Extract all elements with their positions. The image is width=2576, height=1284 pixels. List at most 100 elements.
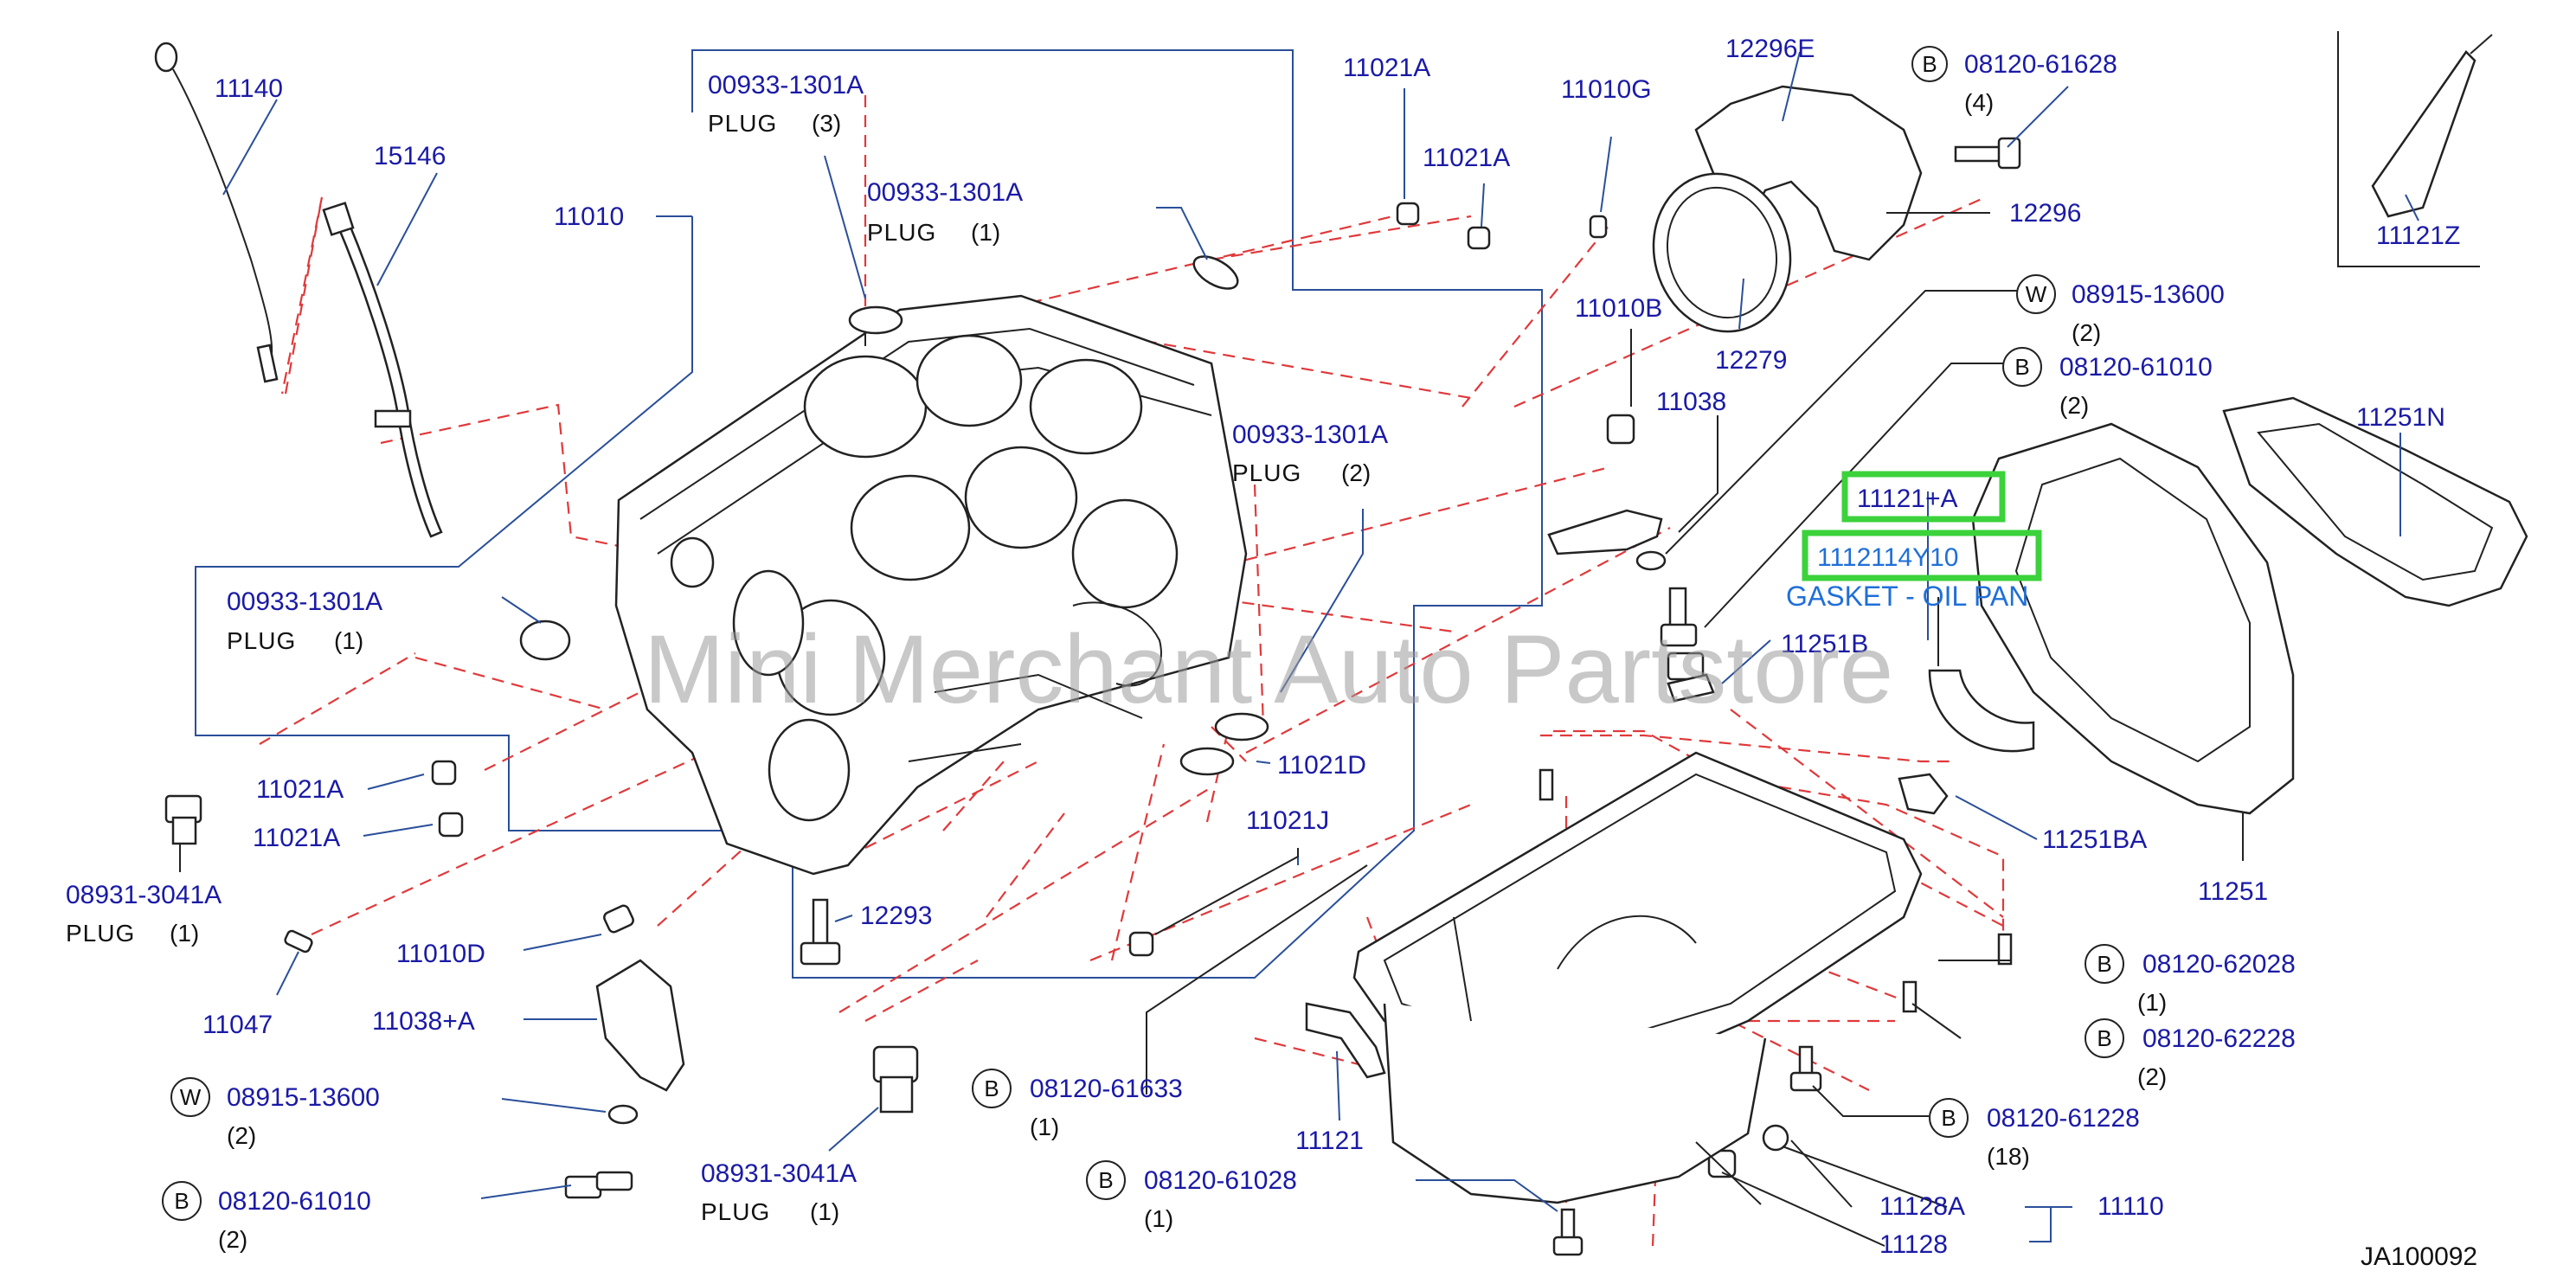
label-00933-right[interactable]: 00933-1301A [1232, 421, 1388, 449]
qty-08915-left: (2) [227, 1122, 256, 1149]
badge-bolt-61028 [1086, 1160, 1126, 1200]
label-15146[interactable]: 15146 [374, 142, 446, 170]
badge-text-washer-right: W [2026, 281, 2047, 307]
label-11038A[interactable]: 11038+A [372, 1007, 475, 1036]
badge-bolt-62228 [2085, 1018, 2124, 1058]
label-08120-62028[interactable]: 08120-62028 [2142, 950, 2296, 979]
label-00933-mid[interactable]: 00933-1301A [867, 178, 1023, 207]
badge-bolt-61010-left [162, 1181, 202, 1221]
qty-plug-top: (3) [812, 110, 841, 137]
label-12279[interactable]: 12279 [1715, 346, 1787, 375]
label-11121[interactable]: 11121 [1295, 1127, 1364, 1155]
label-08120-61228[interactable]: 08120-61228 [1987, 1104, 2140, 1133]
label-11251[interactable]: 11251 [2198, 877, 2268, 906]
badge-text-washer-left: W [180, 1084, 202, 1110]
badge-text-62228: B [2097, 1025, 2111, 1051]
desc-drain-plug-left: PLUG [66, 920, 135, 947]
part-labels: 11140 15146 11010 00933-1301A PLUG (3) 0… [66, 35, 2460, 1259]
label-08120-61633[interactable]: 08120-61633 [1030, 1075, 1183, 1103]
label-11128A[interactable]: 11128A [1879, 1192, 1965, 1221]
label-08120-62228[interactable]: 08120-62228 [2142, 1024, 2296, 1053]
label-11038[interactable]: 11038 [1656, 388, 1726, 416]
label-00933-left[interactable]: 00933-1301A [227, 587, 382, 616]
desc-plug-left: PLUG [227, 627, 296, 654]
label-08120-61010-right[interactable]: 08120-61010 [2059, 353, 2213, 382]
label-11010B[interactable]: 11010B [1575, 294, 1662, 323]
qty-08120-61010-right: (2) [2059, 392, 2089, 419]
label-11021A-4[interactable]: 11021A [253, 824, 340, 852]
qty-08915-right: (2) [2072, 319, 2101, 346]
label-12296E[interactable]: 12296E [1725, 35, 1815, 63]
label-11010[interactable]: 11010 [554, 202, 624, 231]
diagram-code: JA100092 [2361, 1242, 2477, 1271]
label-11251N[interactable]: 11251N [2356, 403, 2445, 432]
label-08120-61010-left[interactable]: 08120-61010 [218, 1187, 371, 1216]
desc-drain-plug-bottom: PLUG [701, 1198, 770, 1225]
qty-plug-left: (1) [334, 627, 363, 654]
badge-text-61633: B [984, 1075, 999, 1101]
baffle-11038 [1547, 509, 1667, 571]
label-08931-bottom[interactable]: 08931-3041A [701, 1159, 857, 1188]
label-11021J[interactable]: 11021J [1246, 806, 1329, 835]
dipstick-tube-15146 [322, 202, 443, 538]
highlight-box-gasket [1802, 530, 2042, 581]
sealant-tube [2337, 31, 2493, 267]
badge-text-62028: B [2097, 951, 2111, 977]
label-11021D[interactable]: 11021D [1277, 751, 1366, 780]
qty-plug-right: (2) [1341, 459, 1371, 486]
drain-plug-bottom [872, 1045, 919, 1114]
cylinder-block [614, 294, 1248, 876]
qty-plug-mid: (1) [971, 219, 1000, 246]
part-drawings [154, 31, 2528, 1256]
crank-seal-half [1928, 669, 2035, 753]
badge-bolt-61010-right [2002, 347, 2042, 387]
transmission-gasket-11251 [1971, 422, 2295, 815]
baffle-11038A [595, 959, 685, 1092]
qty-08120-61628: (4) [1964, 89, 1994, 116]
bolts [564, 137, 2021, 1256]
rear-seal-retainer [1652, 85, 1923, 333]
label-gasket-oil-pan: GASKET - OIL PAN [1786, 581, 2028, 612]
highlighted-callout: 11121+A 1112114Y10 GASKET - OIL PAN [1786, 471, 2042, 612]
label-11128[interactable]: 11128 [1879, 1230, 1948, 1259]
label-12293[interactable]: 12293 [860, 902, 932, 930]
group-outlines [195, 49, 1543, 979]
watermark-text: Mini Merchant Auto Partstore [644, 615, 1893, 723]
label-11010G[interactable]: 11010G [1561, 75, 1652, 104]
qty-08120-61228: (18) [1987, 1143, 2030, 1170]
stud-11251B [1667, 652, 1715, 703]
label-08931-left[interactable]: 08931-3041A [66, 881, 222, 909]
plug-cups [284, 202, 1635, 957]
label-12296[interactable]: 12296 [2009, 199, 2081, 228]
qty-08120-61633: (1) [1030, 1114, 1059, 1140]
badge-bolt-61628 [1911, 46, 1948, 82]
qty-08120-61028: (1) [1144, 1205, 1173, 1232]
label-11047[interactable]: 11047 [202, 1011, 273, 1039]
label-11251BA[interactable]: 11251BA [2042, 825, 2147, 854]
label-08120-61628[interactable]: 08120-61628 [1964, 50, 2117, 79]
label-00933-top[interactable]: 00933-1301A [708, 71, 864, 100]
badge-bolt-62028 [2085, 944, 2124, 984]
gasket-11251N [2222, 396, 2528, 607]
label-11010D[interactable]: 11010D [396, 940, 485, 968]
highlight-box-kit [1841, 471, 2006, 523]
label-08915-right[interactable]: 08915-13600 [2072, 280, 2225, 309]
label-11021A-1[interactable]: 11021A [1343, 54, 1430, 82]
label-11140[interactable]: 11140 [215, 74, 283, 103]
label-gasket-part-number[interactable]: 1112114Y10 [1817, 543, 1959, 572]
label-11021A-2[interactable]: 11021A [1423, 144, 1510, 172]
qty-drain-plug-left: (1) [170, 920, 199, 947]
desc-plug-mid: PLUG [867, 219, 936, 246]
label-11121A-kit[interactable]: 11121+A [1857, 485, 1958, 513]
label-08915-left[interactable]: 08915-13600 [227, 1083, 380, 1112]
qty-drain-plug-bottom: (1) [810, 1198, 839, 1225]
label-11251B[interactable]: 11251B [1781, 630, 1868, 658]
badge-text-61010-right: B [2014, 354, 2029, 380]
badge-bolt-61228 [1929, 1098, 1969, 1138]
label-11110[interactable]: 11110 [2097, 1192, 2164, 1221]
label-11121Z[interactable]: 11121Z [2376, 221, 2460, 250]
label-08120-61028[interactable]: 08120-61028 [1144, 1166, 1297, 1195]
label-11021A-3[interactable]: 11021A [256, 775, 344, 804]
